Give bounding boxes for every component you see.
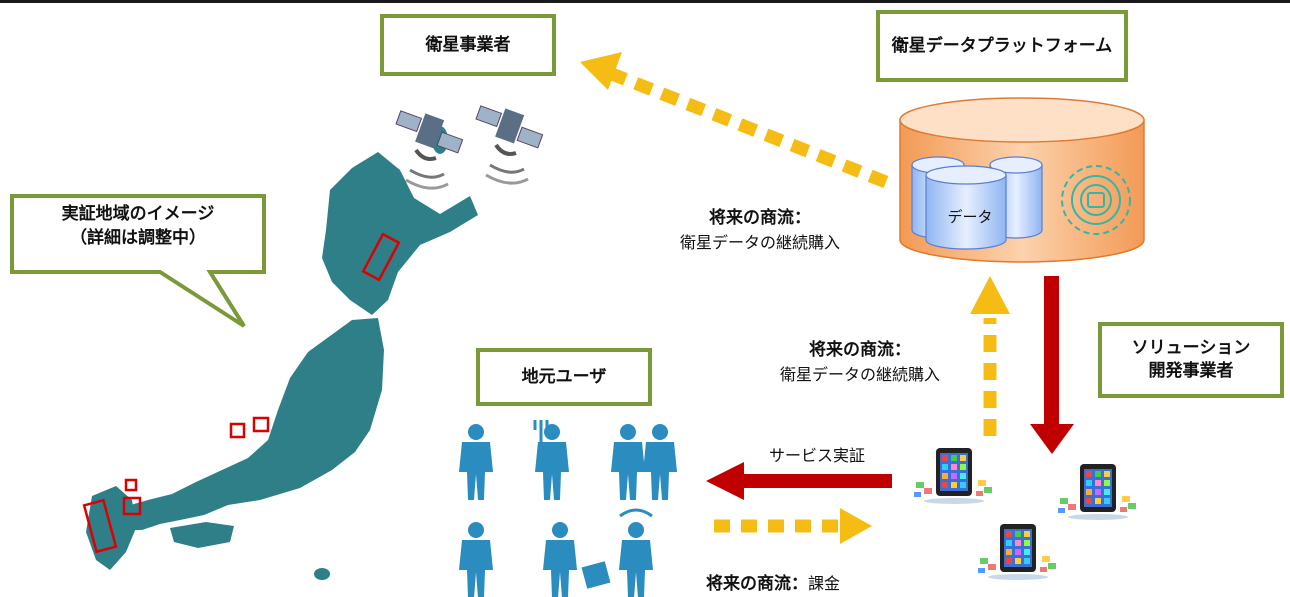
local-users-box: 地元ユーザ	[476, 348, 652, 406]
solution-developer-line2: 開発事業者	[1148, 361, 1234, 381]
callout-line1: 実証地域のイメージ	[61, 204, 215, 224]
cylinder-data-label: データ	[947, 208, 993, 226]
solution-developer-line1: ソリューション	[1131, 338, 1251, 359]
tablet-icon	[914, 448, 1136, 580]
flow-arrow-platform-to-operator	[580, 52, 889, 189]
server-icon	[911, 156, 1043, 250]
flow-detail: 課金	[808, 574, 841, 593]
flow-arrow-users-to-solution	[714, 508, 872, 544]
top-rule	[0, 0, 1290, 3]
satellite-operator-box: 衛星事業者	[380, 14, 556, 76]
flow-detail: サービス実証	[768, 446, 865, 465]
satellite-operator-label: 衛星事業者	[425, 34, 511, 55]
flow-label-solution-to-platform: 将来の商流： 衛星データの継続購入	[740, 338, 980, 386]
callout-line2: （詳細は調整中）	[70, 227, 206, 248]
flow-arrow-service-demo	[706, 462, 892, 500]
flow-label-service-demo: サービス実証	[742, 444, 892, 467]
flow-label-platform-to-operator: 将来の商流： 衛星データの継続購入	[640, 206, 880, 254]
flow-arrow-platform-to-solution	[1030, 276, 1074, 454]
data-cycle-icon	[1061, 165, 1131, 235]
flow-title: 将来の商流：	[809, 340, 911, 360]
flow-detail: 衛星データの継続購入	[679, 232, 840, 252]
flow-detail: 衛星データの継続購入	[779, 364, 940, 384]
local-users-label: 地元ユーザ	[521, 366, 607, 387]
shikoku-shape	[170, 522, 234, 548]
honshu-shape	[106, 318, 384, 530]
data-platform-box: 衛星データプラットフォーム	[876, 10, 1128, 82]
flow-title: 将来の商流：	[706, 574, 808, 594]
flow-label-users-to-solution: 将来の商流：課金	[706, 572, 946, 597]
callout-text: 実証地域のイメージ （詳細は調整中）	[18, 203, 258, 251]
callout-bubble	[10, 194, 266, 328]
data-platform-label: 衛星データプラットフォーム	[891, 35, 1113, 56]
person-icon	[459, 420, 677, 597]
demo-region-markers	[82, 232, 401, 554]
satellite-icon	[393, 103, 545, 191]
solution-developer-box: ソリューション 開発事業者	[1098, 322, 1284, 398]
flow-arrow-solution-to-platform	[970, 276, 1010, 436]
hokkaido-shape	[322, 152, 478, 315]
flow-title: 将来の商流：	[709, 208, 811, 228]
